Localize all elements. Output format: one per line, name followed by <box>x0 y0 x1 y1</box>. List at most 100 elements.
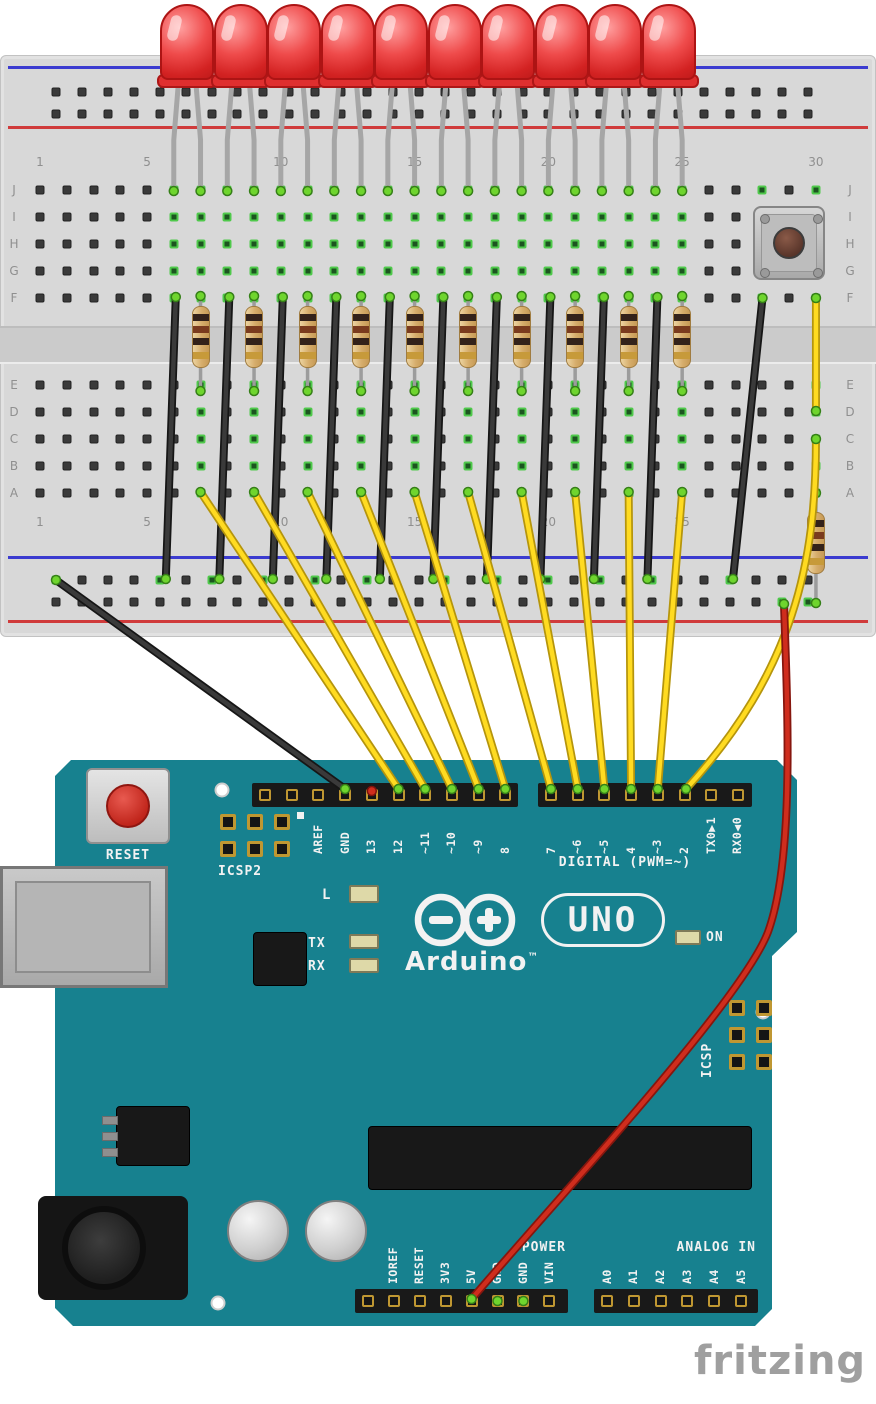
regulator-leg <box>102 1116 118 1125</box>
icsp-pin[interactable] <box>756 1054 772 1070</box>
pin-hole[interactable] <box>654 1295 667 1307</box>
pin-hole[interactable] <box>731 789 744 801</box>
pin-hole[interactable] <box>312 789 325 801</box>
led[interactable] <box>534 4 589 80</box>
connection-dot <box>355 486 367 498</box>
black-jumper-wire-core <box>217 294 232 582</box>
connection-dot <box>642 573 653 585</box>
breadboard-hole <box>62 212 72 222</box>
led[interactable] <box>267 4 322 80</box>
row-label: A <box>9 486 19 500</box>
breadboard-hole <box>731 407 741 417</box>
black-jumper-wire-core <box>377 294 393 582</box>
reset-button-cap[interactable] <box>106 784 150 828</box>
pin-hole[interactable] <box>681 1295 694 1307</box>
breadboard-hole <box>751 597 761 607</box>
row-label: J <box>12 183 16 197</box>
digital-caption: DIGITAL (PWM=~) <box>558 855 692 870</box>
resistor[interactable] <box>352 306 371 368</box>
breadboard-hole <box>597 212 607 222</box>
breadboard-hole <box>699 109 709 119</box>
breadboard-hole <box>103 597 113 607</box>
icsp-pin[interactable] <box>756 1027 772 1043</box>
resistor[interactable] <box>191 306 210 368</box>
pin-hole[interactable] <box>439 1295 452 1307</box>
pin-hole[interactable] <box>259 789 271 801</box>
icsp-pin[interactable] <box>729 1000 745 1016</box>
led[interactable] <box>320 4 375 80</box>
icsp2-pin[interactable] <box>247 841 263 857</box>
icsp-pin[interactable] <box>756 1000 772 1016</box>
pin-hole[interactable] <box>627 1295 640 1307</box>
pin-hole[interactable] <box>705 789 718 801</box>
breadboard-hole <box>181 109 191 119</box>
led[interactable] <box>160 4 215 80</box>
breadboard-hole <box>258 597 268 607</box>
pin-hole[interactable] <box>543 1295 556 1307</box>
fritzing-watermark: fritzing <box>694 1338 867 1384</box>
capacitor <box>305 1200 367 1262</box>
icsp2-pin[interactable] <box>274 814 290 830</box>
resistor-band <box>406 326 423 333</box>
resistor[interactable] <box>298 306 317 368</box>
reset-button[interactable] <box>86 768 170 844</box>
bottom-rail-red-line <box>8 620 868 623</box>
icsp-pin[interactable] <box>729 1054 745 1070</box>
row-label: F <box>846 291 854 305</box>
breadboard-hole <box>222 239 232 249</box>
resistor[interactable] <box>245 306 264 368</box>
resistor[interactable] <box>459 306 478 368</box>
icsp2-pin[interactable] <box>274 841 290 857</box>
resistor-band <box>674 326 691 333</box>
icsp2-pin[interactable] <box>220 841 236 857</box>
pin-hole[interactable] <box>735 1295 747 1307</box>
breadboard-hole <box>624 239 634 249</box>
breadboard-hole <box>677 266 687 276</box>
pushbutton[interactable] <box>753 206 825 280</box>
usb-connector <box>0 866 168 988</box>
breadboard-hole <box>142 185 152 195</box>
led[interactable] <box>213 4 268 80</box>
led[interactable] <box>641 4 696 80</box>
breadboard-hole <box>704 185 714 195</box>
resistor[interactable] <box>512 306 531 368</box>
resistor[interactable] <box>566 306 585 368</box>
black-jumper-wire-core <box>431 294 446 582</box>
breadboard-hole <box>62 488 72 498</box>
icsp-pin[interactable] <box>729 1027 745 1043</box>
led[interactable] <box>481 4 536 80</box>
icsp2-pin[interactable] <box>247 814 263 830</box>
pin-hole[interactable] <box>708 1295 721 1307</box>
resistor[interactable] <box>619 306 638 368</box>
resistor-band <box>299 326 316 333</box>
yellow-jumper-wire[interactable] <box>682 435 820 793</box>
connection-dot <box>302 185 313 197</box>
resistor[interactable] <box>673 306 692 368</box>
pin-hole[interactable] <box>387 1295 400 1307</box>
connection-dot <box>462 385 474 397</box>
pin-hole[interactable] <box>285 789 298 801</box>
breadboard-hole <box>570 239 580 249</box>
pushbutton-cap[interactable] <box>773 227 805 259</box>
icsp2-pin[interactable] <box>220 814 236 830</box>
pin-hole[interactable] <box>362 1295 374 1307</box>
connection-dot <box>652 783 664 795</box>
led[interactable] <box>588 4 643 80</box>
led[interactable] <box>427 4 482 80</box>
led-tx-label: TX <box>308 936 326 951</box>
breadboard-hole <box>129 575 139 585</box>
connection-dot <box>195 290 206 302</box>
breadboard-hole <box>803 87 813 97</box>
resistor[interactable] <box>405 306 424 368</box>
breadboard-hole <box>436 239 446 249</box>
connection-dot <box>393 783 404 795</box>
connection-dot <box>500 783 511 795</box>
pin-hole[interactable] <box>413 1295 426 1307</box>
pin-hole[interactable] <box>601 1295 613 1307</box>
led[interactable] <box>374 4 429 80</box>
breadboard-hole <box>356 407 366 417</box>
column-number: 30 <box>808 155 824 169</box>
breadboard-hole <box>142 434 152 444</box>
breadboard-hole <box>410 266 420 276</box>
connection-dot <box>168 185 180 197</box>
